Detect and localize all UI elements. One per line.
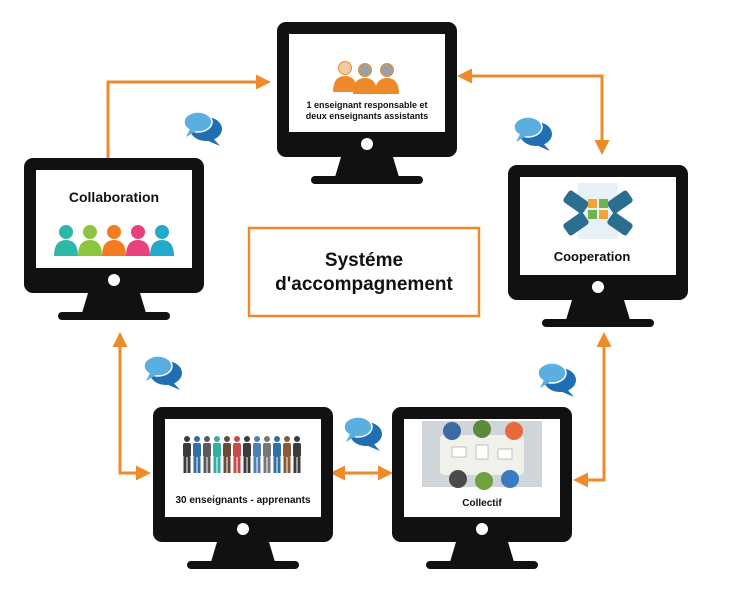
speech-bubbles-icon [513,116,553,152]
arrow-top-to-right [457,68,610,155]
connector-arrows [100,68,612,488]
monitor-right: Cooperation [508,165,688,327]
monitor-right-label: Cooperation [554,249,631,264]
center-title-line1: Systéme [325,250,403,271]
team-meeting-table-icon [422,420,542,490]
speech-bubbles-icon [343,416,383,452]
center-box: Systéme d'accompagnement [247,226,481,318]
arrow-left-to-bottom-left [112,332,151,481]
speech-bubbles-icon [143,355,183,391]
desktop-monitor-icon [153,407,333,569]
center-title-line2: d'accompagnement [275,274,453,295]
speech-bubbles-icon [537,362,577,398]
monitor-bottom-left-label: 30 enseignants - apprenants [175,495,310,506]
monitor-left: Collaboration [24,158,204,320]
arrow-right-to-bottom-right [573,332,612,488]
teachers-icon [333,61,399,94]
monitor-top-label-line2: deux enseignants assistants [306,111,429,121]
cooperation-hands-icon [563,183,633,239]
monitor-bottom-right-label: Collectif [462,498,502,509]
monitor-bottom-right: Collectif [392,407,572,569]
monitor-top-label-line1: 1 enseignant responsable et [306,100,427,110]
speech-bubbles-icon [183,111,223,147]
monitor-bottom-left: 30 enseignants - apprenants [153,407,333,569]
monitor-top: 1 enseignant responsable et deux enseign… [277,22,457,184]
arrow-left-to-top [100,74,271,173]
monitor-left-label: Collaboration [69,189,159,205]
